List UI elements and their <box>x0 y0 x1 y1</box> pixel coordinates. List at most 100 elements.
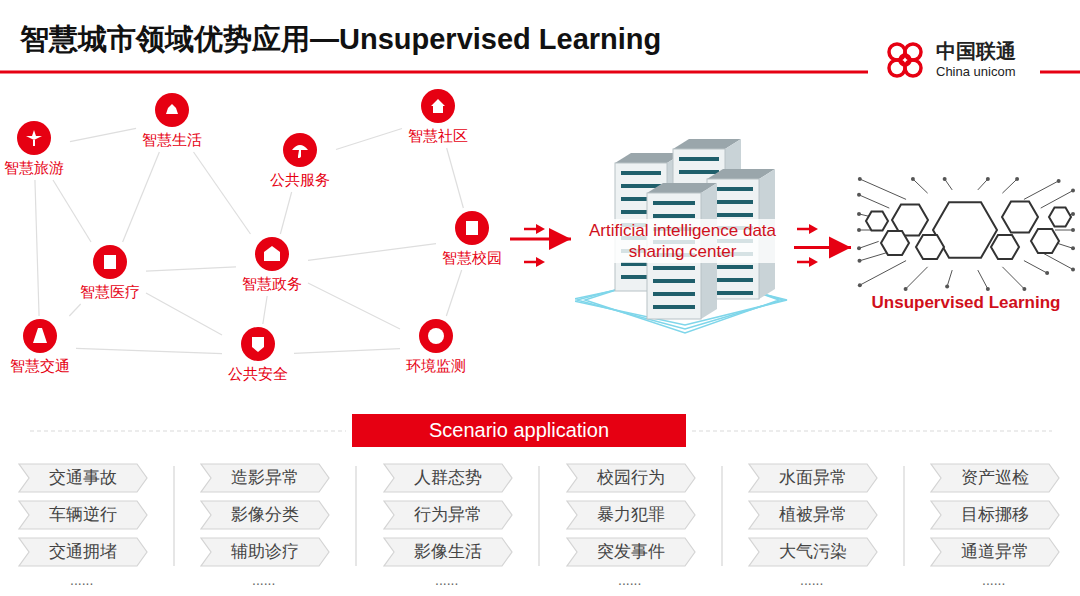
icon-disc <box>93 245 127 279</box>
network-link <box>53 180 91 242</box>
circuit-pad <box>857 212 861 216</box>
circuit-pad <box>986 287 990 291</box>
icon-disc <box>421 89 455 123</box>
circuit-trace <box>978 179 988 190</box>
domain-icon <box>420 88 456 124</box>
scenario-chevron: 突发事件 <box>566 537 696 567</box>
scenario-chevron: 资产巡检 <box>930 463 1060 493</box>
domain-label: 智慧政务 <box>242 275 302 294</box>
circuit-trace <box>978 270 988 289</box>
icon-disc <box>23 319 57 353</box>
circuit-pad <box>857 228 861 232</box>
circuit-trace <box>947 270 952 286</box>
circuit-trace <box>860 261 906 286</box>
network-link <box>263 296 267 324</box>
circuit-pad <box>857 193 861 197</box>
domain-icon <box>454 210 490 246</box>
network-link <box>146 267 236 271</box>
circuit-trace <box>1002 267 1024 289</box>
icon-glyph <box>264 246 280 261</box>
circuit-pad <box>945 284 949 288</box>
icon-disc <box>241 327 275 361</box>
icon-disc <box>283 133 317 167</box>
scenario-label: 行为异常 <box>383 500 513 530</box>
circuit-pad <box>1071 189 1075 193</box>
icon-glyph <box>26 130 42 146</box>
scenario-chevron: 植被异常 <box>748 500 878 530</box>
icon-glyph <box>33 328 47 343</box>
title-rule <box>0 71 868 74</box>
icon-disc <box>455 211 489 245</box>
domain-label: 智慧生活 <box>142 131 202 150</box>
icon-glyph <box>252 337 264 352</box>
circuit-trace <box>1024 261 1047 273</box>
ellipsis: ...... <box>618 572 641 588</box>
scenario-label: 影像分类 <box>200 500 330 530</box>
domain-node: 智慧医疗 <box>76 244 144 302</box>
domain-node: 环境监测 <box>402 318 470 376</box>
hexagon <box>1031 229 1059 253</box>
scenario-chevron: 水面异常 <box>748 463 878 493</box>
ellipsis: ...... <box>800 572 823 588</box>
page-title: 智慧城市领域优势应用—Unsupervised Learning <box>20 20 661 60</box>
dashed-rule <box>30 430 346 431</box>
domain-icon <box>22 318 58 354</box>
hexagon <box>881 231 909 255</box>
hexagon <box>991 235 1019 259</box>
learning-label: Unsupervised Learning <box>855 293 1077 313</box>
domain-icon <box>154 92 190 128</box>
icon-disc <box>419 319 453 353</box>
icon-disc <box>17 121 51 155</box>
network-link <box>76 348 222 353</box>
scenario-chevron: 影像生活 <box>383 537 513 567</box>
icon-glyph <box>466 221 478 235</box>
circuit-pad <box>1071 246 1075 250</box>
domain-label: 智慧交通 <box>10 357 70 376</box>
scenario-label: 交通拥堵 <box>18 537 148 567</box>
circuit-pad <box>858 259 862 263</box>
network-link <box>447 148 464 208</box>
domain-icon <box>240 326 276 362</box>
icon-disc <box>255 237 289 271</box>
circuit-pad <box>1057 179 1061 183</box>
icon-glyph <box>292 145 308 158</box>
circuit-trace <box>906 267 928 289</box>
scenario-label: 影像生活 <box>383 537 513 567</box>
scenario-chevron: 校园行为 <box>566 463 696 493</box>
center-label: Artificial intelligence data sharing cen… <box>583 219 783 263</box>
ellipsis: ...... <box>982 572 1005 588</box>
circuit-pad <box>1071 228 1075 232</box>
scenario-label: 车辆逆行 <box>18 500 148 530</box>
network-link <box>70 128 136 141</box>
scenario-chevron: 目标挪移 <box>930 500 1060 530</box>
circuit-pad <box>1015 177 1019 181</box>
scenario-label: 植被异常 <box>748 500 878 530</box>
domain-node: 公共服务 <box>266 132 334 190</box>
scenario-label: 造影异常 <box>200 463 330 493</box>
logo-text: China unicom <box>936 64 1016 79</box>
scenario-label: 辅助诊疗 <box>200 537 330 567</box>
network-link <box>69 304 80 316</box>
domain-label: 智慧旅游 <box>4 159 64 178</box>
domain-label: 智慧校园 <box>442 249 502 268</box>
scenario-label: 资产巡检 <box>930 463 1060 493</box>
scenario-chevron: 大气污染 <box>748 537 878 567</box>
circuit-trace <box>859 195 889 208</box>
domain-node: 智慧生活 <box>138 92 206 150</box>
domain-node: 智慧政务 <box>238 236 306 294</box>
circuit-pad <box>857 246 861 250</box>
domain-node: 智慧交通 <box>6 318 74 376</box>
network-link <box>308 244 436 261</box>
domain-label: 环境监测 <box>406 357 466 376</box>
scenario-label: 大气污染 <box>748 537 878 567</box>
domain-label: 智慧医疗 <box>80 283 140 302</box>
scenario-chevron: 辅助诊疗 <box>200 537 330 567</box>
domain-icon <box>254 236 290 272</box>
scenario-chevron: 车辆逆行 <box>18 500 148 530</box>
scenario-label: 水面异常 <box>748 463 878 493</box>
network-link <box>194 152 251 234</box>
scenario-label: 突发事件 <box>566 537 696 567</box>
circuit-pad <box>911 177 915 181</box>
network-link <box>280 192 291 234</box>
circuit-pad <box>943 177 947 181</box>
